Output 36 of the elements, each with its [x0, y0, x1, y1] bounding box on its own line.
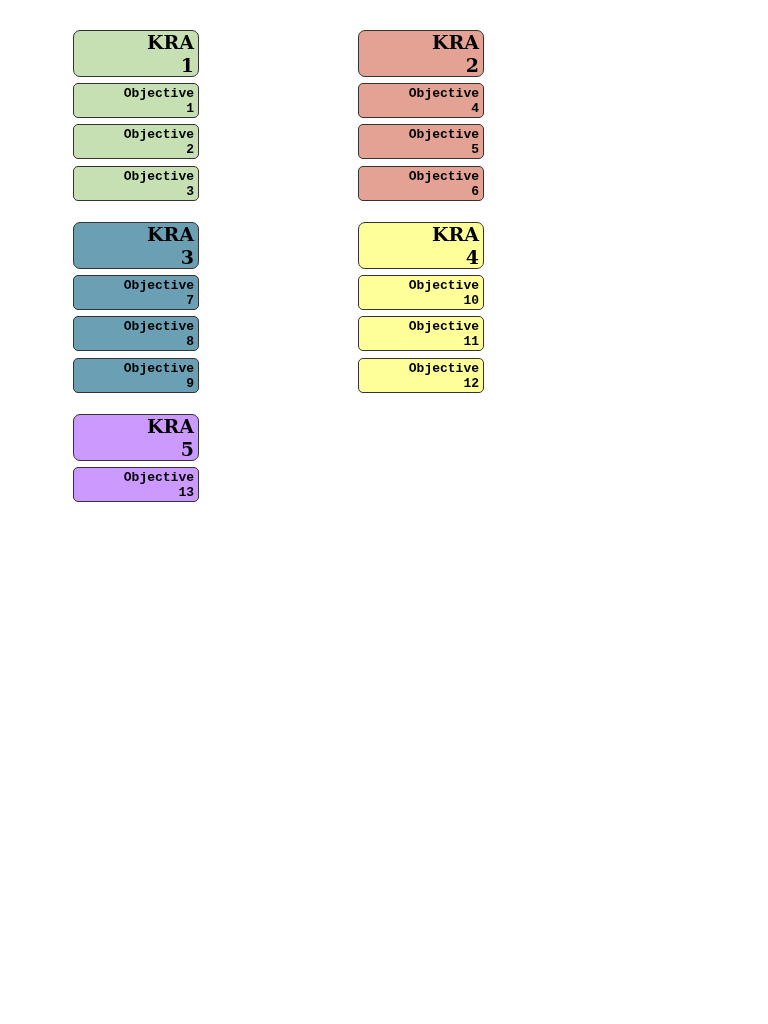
objective-box — [358, 275, 484, 310]
objective-label: Objective 12 — [408, 360, 479, 391]
objective-label: Objective 3 — [123, 168, 194, 199]
objective-box — [73, 467, 199, 502]
objective-label: Objective 2 — [123, 126, 194, 157]
kra-title: KRA 5 — [146, 414, 194, 461]
objective-label: Objective 4 — [408, 85, 479, 116]
objective-label: Objective 8 — [123, 318, 194, 349]
kra-box — [73, 222, 199, 269]
objective-label: Objective 1 — [123, 85, 194, 116]
objective-box — [73, 166, 199, 201]
objective-box — [358, 358, 484, 393]
objective-box — [73, 316, 199, 351]
kra-title: KRA 2 — [431, 30, 479, 77]
kra-box — [73, 30, 199, 77]
objective-label: Objective 13 — [123, 469, 194, 500]
objective-box — [73, 358, 199, 393]
objective-label: Objective 9 — [123, 360, 194, 391]
objective-label: Objective 5 — [408, 126, 479, 157]
kra-title: KRA 1 — [146, 30, 194, 77]
objective-box — [358, 166, 484, 201]
kra-box — [358, 30, 484, 77]
objective-box — [358, 124, 484, 159]
kra-title: KRA 4 — [431, 222, 479, 269]
kra-box — [73, 414, 199, 461]
objective-box — [73, 83, 199, 118]
objective-label: Objective 10 — [408, 277, 479, 308]
objective-box — [73, 275, 199, 310]
objective-label: Objective 11 — [408, 318, 479, 349]
objective-box — [358, 316, 484, 351]
objective-box — [358, 83, 484, 118]
objective-box — [73, 124, 199, 159]
kra-box — [358, 222, 484, 269]
objective-label: Objective 6 — [408, 168, 479, 199]
kra-title: KRA 3 — [146, 222, 194, 269]
objective-label: Objective 7 — [123, 277, 194, 308]
